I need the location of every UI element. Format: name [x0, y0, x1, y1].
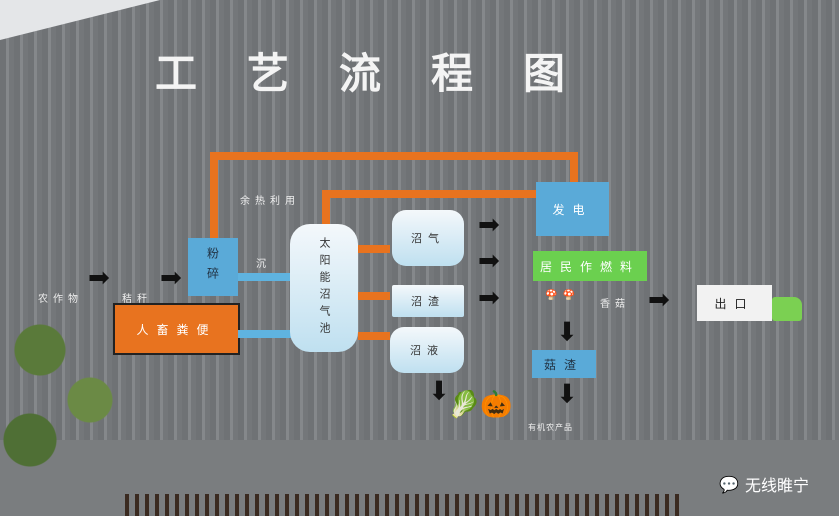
arrow: ➡	[648, 285, 670, 315]
arrow: ➡	[551, 382, 582, 404]
heat-pipe	[570, 152, 578, 182]
label-straw: 秸秆	[122, 294, 152, 305]
pipe	[358, 292, 390, 300]
watermark-text: 无线睢宁	[744, 476, 809, 495]
label-waste-heat: 余热利用	[240, 196, 300, 207]
manure-box: 人畜粪便	[113, 303, 240, 355]
fuel-box: 居民作燃料	[533, 251, 647, 281]
pipe	[358, 245, 390, 253]
biogas-tank: 沼气	[392, 210, 464, 266]
arrow: ➡	[551, 320, 582, 342]
heat-pipe	[210, 152, 578, 160]
pipe	[238, 273, 293, 281]
label-settle: 沉	[256, 259, 271, 270]
truck-export: 出口	[697, 285, 772, 321]
tree	[0, 310, 130, 516]
power-box: 发电	[536, 182, 609, 236]
arrow: ➡	[478, 283, 500, 313]
pipe	[238, 330, 293, 338]
arrow: ➡	[160, 263, 182, 293]
arrow: ➡	[478, 246, 500, 276]
crush-box: 粉碎	[188, 238, 238, 296]
truck-icon	[772, 297, 802, 321]
mural-title: 工艺流程图	[155, 49, 616, 98]
slurry-tank: 沼液	[390, 327, 464, 373]
residue-box: 沼渣	[392, 285, 464, 317]
pipe	[358, 332, 390, 340]
mushroom-residue-box: 菇渣	[532, 350, 596, 378]
arrow: ➡	[478, 210, 500, 240]
wechat-icon: 💬	[719, 474, 739, 494]
watermark: 💬 无线睢宁	[719, 472, 809, 496]
label-organic: 有机农产品	[528, 423, 573, 432]
heat-pipe	[210, 152, 218, 240]
heat-pipe	[322, 190, 330, 226]
vegetables-icon: 🥬🎃	[448, 390, 513, 420]
label-crops: 农作物	[38, 294, 83, 305]
digester-tank: 太阳能沼气池	[290, 224, 358, 352]
mushroom-icon: 🍄🍄	[545, 290, 580, 301]
heat-pipe	[322, 190, 582, 198]
label-mushroom: 香菇	[600, 299, 630, 310]
arrow: ➡	[88, 263, 110, 293]
fence	[125, 494, 685, 516]
